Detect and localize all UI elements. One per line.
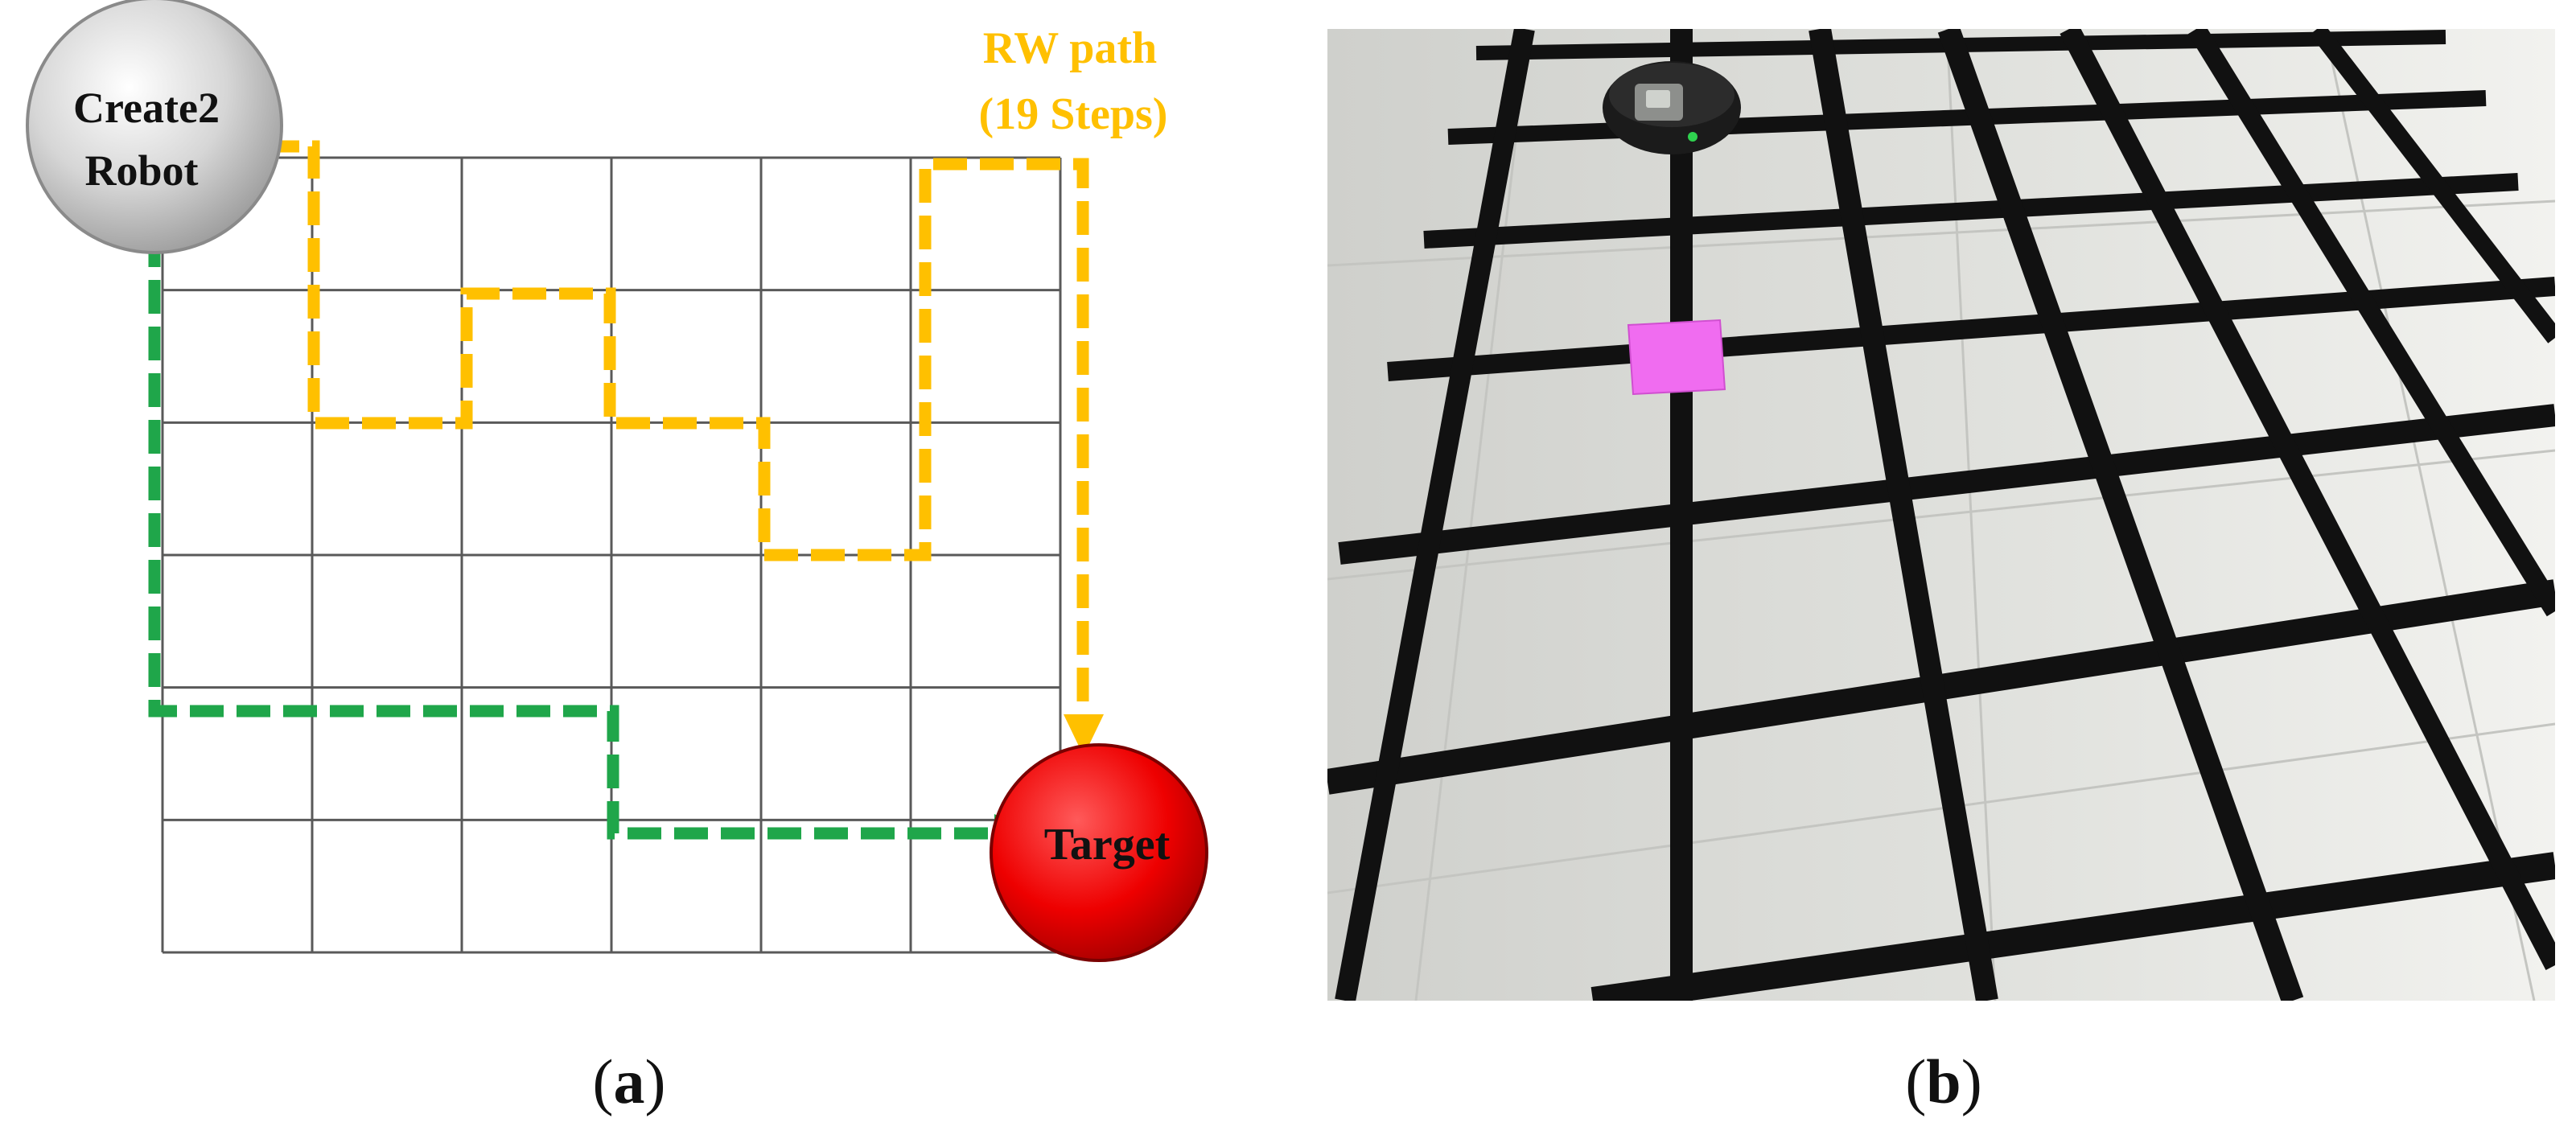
caption-b: (b) (1823, 1046, 2064, 1118)
caption-a: (a) (508, 1046, 750, 1118)
tape-grid (1327, 29, 2555, 1001)
caption-a-close: ) (644, 1047, 666, 1116)
caption-a-letter: a (613, 1047, 645, 1116)
caption-b-open: ( (1905, 1047, 1927, 1116)
rw-path-label-line1: RW path (983, 23, 1157, 73)
robot-label-line2: Robot (84, 146, 198, 195)
rw-path-arrowhead (1064, 714, 1104, 756)
panel-b-photo (1327, 29, 2555, 1001)
robot-label-line1: Create2 (73, 84, 220, 132)
caption-b-close: ) (1961, 1047, 1982, 1116)
target-node (990, 743, 1208, 962)
panel-a-grid-diagram: Create2 Robot Target RW path (19 Steps) (26, 0, 1208, 962)
rw-path (265, 140, 1089, 716)
robot-vacuum-icon (1603, 61, 1741, 154)
caption-b-letter: b (1926, 1047, 1961, 1116)
robot-node (26, 0, 283, 254)
pink-target-marker (1627, 319, 1726, 396)
target-label: Target (1044, 820, 1171, 870)
caption-a-open: ( (592, 1047, 614, 1116)
shortest-path (148, 233, 994, 840)
rw-path-label-line2: (19 Steps) (979, 89, 1168, 139)
